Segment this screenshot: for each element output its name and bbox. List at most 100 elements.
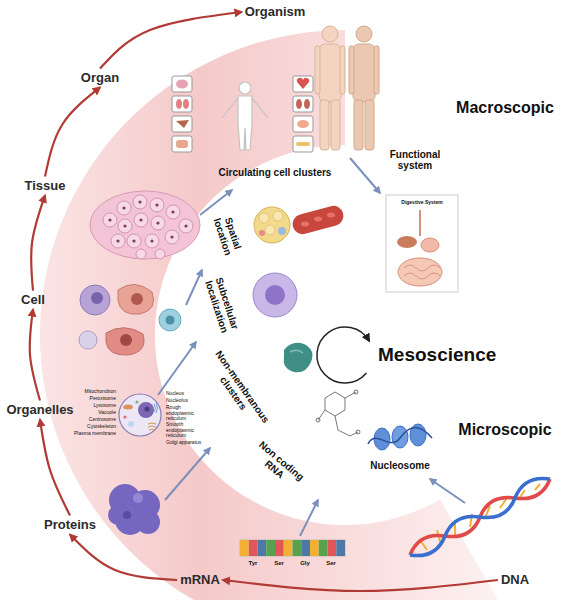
cell-cluster xyxy=(278,227,286,235)
organelle-label: Nucleolus xyxy=(166,398,188,404)
organelle-label: Cytoskeleton xyxy=(87,424,116,430)
protein-blob xyxy=(123,511,131,519)
digestive-diagram xyxy=(398,258,442,286)
cell-cluster xyxy=(259,213,269,223)
organelle-label: Golgi apparatus xyxy=(166,440,201,446)
blood-vessel xyxy=(290,204,345,237)
progression-arrow xyxy=(223,580,498,591)
cells-picture xyxy=(120,334,132,346)
digestive-diagram xyxy=(386,195,458,292)
meso-label: Spatial location xyxy=(210,208,246,262)
tissue-picture xyxy=(145,234,159,248)
organelle-label: Mitochondrion xyxy=(85,389,116,395)
blood-vessel xyxy=(314,217,322,222)
figure-title: Digestive System xyxy=(401,200,442,206)
protein-blob xyxy=(133,493,143,503)
codon-label: Ser xyxy=(274,560,284,567)
pointer-arrows xyxy=(200,190,232,215)
organ-icons xyxy=(297,120,309,128)
meso-label: Circulating cell clusters xyxy=(219,167,332,178)
tissue-picture xyxy=(138,200,141,203)
pointer-arrows xyxy=(165,448,210,500)
organ-icons xyxy=(172,116,192,132)
progression-arrow xyxy=(31,195,45,290)
organ-icons xyxy=(172,136,192,152)
mrna-strand xyxy=(266,540,275,556)
progression-arrow xyxy=(45,87,100,176)
cells-picture xyxy=(79,284,181,355)
cell-cluster xyxy=(254,207,290,243)
organelle-label: Vacuole xyxy=(98,410,116,416)
level-name: Cell xyxy=(21,293,45,308)
center-title: Mesoscience xyxy=(378,345,496,366)
level-name: Organ xyxy=(81,71,119,86)
level-label: mRNA xyxy=(178,572,222,589)
human-figures xyxy=(331,100,340,150)
level-label: Tissue xyxy=(23,178,68,195)
mrna-strand xyxy=(319,540,328,556)
organelle-cell xyxy=(119,394,161,436)
tissue-picture xyxy=(108,218,111,221)
organ-icons xyxy=(293,96,313,112)
cycle-arrow xyxy=(317,327,369,383)
mrna-strand xyxy=(336,540,345,556)
organ-icons xyxy=(176,80,188,89)
rna-structure xyxy=(316,418,320,422)
tissue-picture xyxy=(127,234,141,248)
tissue-picture xyxy=(136,249,146,259)
human-figures xyxy=(320,100,329,150)
organ-icons xyxy=(296,99,302,109)
tissue-picture xyxy=(179,219,193,233)
rna-structure xyxy=(354,390,358,394)
mrna-strand xyxy=(240,540,345,556)
scale-heading: Macroscopic xyxy=(456,99,554,117)
tissue-picture xyxy=(116,239,119,242)
pointer-arrows xyxy=(430,479,465,503)
organ-icons xyxy=(172,76,192,92)
human-figures xyxy=(356,26,372,42)
tissue-picture xyxy=(156,221,159,224)
tissue-picture xyxy=(103,213,117,227)
rna-structure xyxy=(356,430,360,434)
organ-icons xyxy=(293,116,313,132)
blood-vessel xyxy=(301,222,309,227)
organelle-label: Plasma membrane xyxy=(74,431,116,437)
human-figures xyxy=(315,26,379,150)
organelle-cell xyxy=(154,403,158,413)
tissue-picture xyxy=(108,200,187,242)
codon-label: Ser xyxy=(326,560,336,567)
tissue-picture xyxy=(122,206,125,209)
body-outline xyxy=(222,98,268,118)
mrna-strand xyxy=(240,540,249,556)
body-outline xyxy=(239,82,251,94)
tissue-picture xyxy=(134,213,148,227)
protein-blob xyxy=(136,510,160,534)
tissue-picture xyxy=(103,195,193,259)
mrna-strand xyxy=(275,540,284,556)
cell-cluster xyxy=(265,225,275,235)
organ-icons xyxy=(176,120,189,128)
tissue-picture xyxy=(118,219,132,233)
meso-label: Nucleosome xyxy=(370,460,429,471)
organ-icons xyxy=(183,99,189,109)
mrna-strand xyxy=(293,540,302,556)
organelle-cell xyxy=(148,423,156,430)
level-label: Organism xyxy=(243,4,308,21)
meso-label: Non-membranous clusters xyxy=(203,347,273,433)
cells-picture xyxy=(106,328,144,355)
level-label: Proteins xyxy=(42,517,98,534)
purple-cell xyxy=(253,273,297,317)
progression-arrow xyxy=(40,419,70,515)
organelle-cell xyxy=(119,394,161,436)
blood-vessel xyxy=(327,213,335,218)
cells-picture xyxy=(131,293,143,305)
mrna-strand xyxy=(284,540,293,556)
organelle-cell xyxy=(138,402,154,418)
cell-cluster xyxy=(254,207,290,243)
human-figures xyxy=(353,44,375,102)
digestive-diagram xyxy=(419,210,421,236)
condensate-blob xyxy=(284,343,313,372)
cells-picture xyxy=(80,285,110,315)
